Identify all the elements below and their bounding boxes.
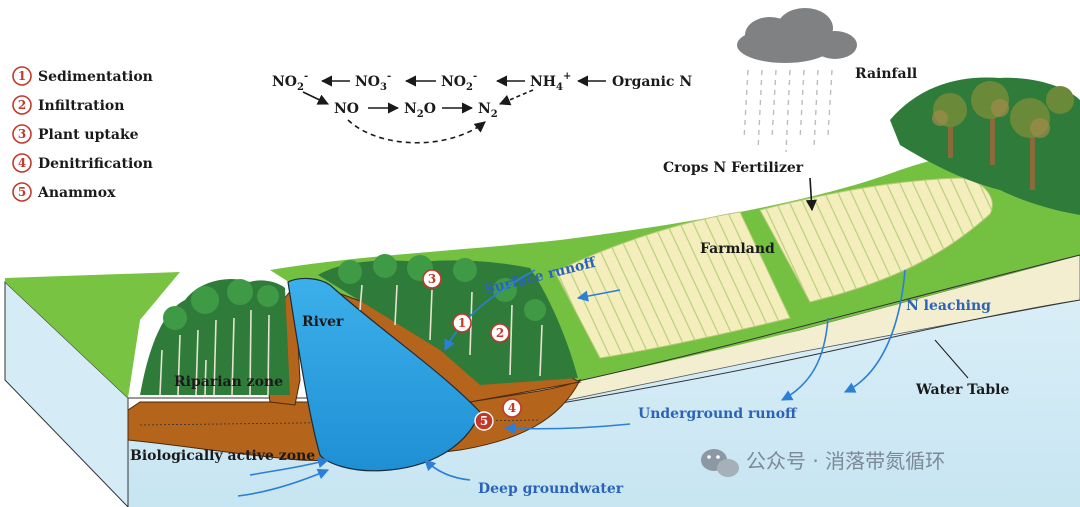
underground-runoff-label: Underground runoff [638,406,798,422]
river-label: River [302,314,344,330]
flow-arrows [237,269,906,497]
deep-groundwater-arrow-right [424,459,471,481]
rain-cloud [737,8,857,153]
svg-text:5: 5 [18,185,26,199]
svg-text:3: 3 [18,127,26,141]
river [287,277,481,472]
site-marker-1: 1 [452,313,472,333]
watermark-text: 公众号 · 消落带氮循环 [746,449,945,473]
deep-groundwater-arrow-left-low [237,468,330,497]
block-left-face [4,280,129,507]
species-no2-b: NO2- [441,71,477,93]
rainfall-label: Rainfall [855,66,917,82]
site-marker-4: 4 [502,398,522,418]
farmland-label: Farmland [700,241,775,257]
species-no2-a: NO2- [272,71,308,93]
svg-text:2: 2 [496,326,504,340]
species-no3: NO3- [355,71,391,93]
site-marker-5: 5 [474,411,494,431]
species-n2o: N2O [404,101,436,120]
svg-text:3: 3 [428,272,436,286]
species-n2: N2 [478,101,498,120]
deep-groundwater-arrow-left-high [249,457,330,476]
legend-label-anammox: Anammox [37,185,116,201]
biologically-active-zone-label: Biologically active zone [130,448,315,464]
legend-number-2: 2 [12,95,32,115]
upland-forest [890,77,1080,216]
farmland-field-upper [759,177,993,303]
riparian-zone-label: Riparian zone [174,374,283,390]
legend-number-5: 5 [12,182,32,202]
species-organic-n: Organic N [612,74,692,90]
left-plateau-grass [5,272,180,398]
leaching-arrow-2 [843,269,906,393]
legend-label-infiltration: Infiltration [38,98,124,114]
legend-label-plant-uptake: Plant uptake [38,127,139,143]
deep-groundwater-label: Deep groundwater [478,481,624,497]
n-leaching-label: N leaching [906,298,991,314]
svg-text:5: 5 [480,414,488,428]
riparian-forest-left [140,279,290,396]
svg-text:1: 1 [458,316,466,330]
legend-number-1: 1 [12,66,32,86]
leaching-arrow-1 [781,317,829,401]
arrow-no-to-n2-curve [347,119,486,144]
fertilizer-arrow [805,177,817,212]
underground-runoff-arrow [503,422,631,435]
species-no: NO [334,101,359,117]
site-marker-3: 3 [422,269,442,289]
water-table-label: Water Table [915,382,1009,398]
surface-runoff-arrow [576,289,621,302]
svg-text:4: 4 [508,401,516,415]
legend-number-3: 3 [12,124,32,144]
slope-front-edge [128,254,1080,399]
riparian-forest-right [318,254,578,385]
wechat-icon [701,449,739,477]
arrow-no2-to-no [302,91,330,105]
legend: 1 Sedimentation 2 Infiltration 3 Plant uptake… [12,66,153,202]
watermark: 公众号 · 消落带氮循环 [701,449,945,477]
site-marker-2: 2 [490,323,510,343]
legend-label-sedimentation: Sedimentation [38,69,153,85]
water-table-leader [934,339,969,379]
runoff-to-river-arrow [444,269,536,352]
crops-fertilizer-label: Crops N Fertilizer [663,160,804,176]
svg-text:2: 2 [18,98,26,112]
svg-text:4: 4 [18,156,26,170]
nitrogen-pathway: NO2- NO3- NO2- NH4+ Organic N NO N2O N2 [272,71,692,144]
legend-label-denitrification: Denitrification [38,156,153,172]
species-nh4: NH4+ [530,71,571,93]
legend-number-4: 4 [12,153,32,173]
svg-text:1: 1 [18,69,26,83]
water-table-line [519,299,1080,411]
arrow-anammox-nh4-to-n2 [498,89,534,106]
farmland-field-lower [554,211,791,359]
